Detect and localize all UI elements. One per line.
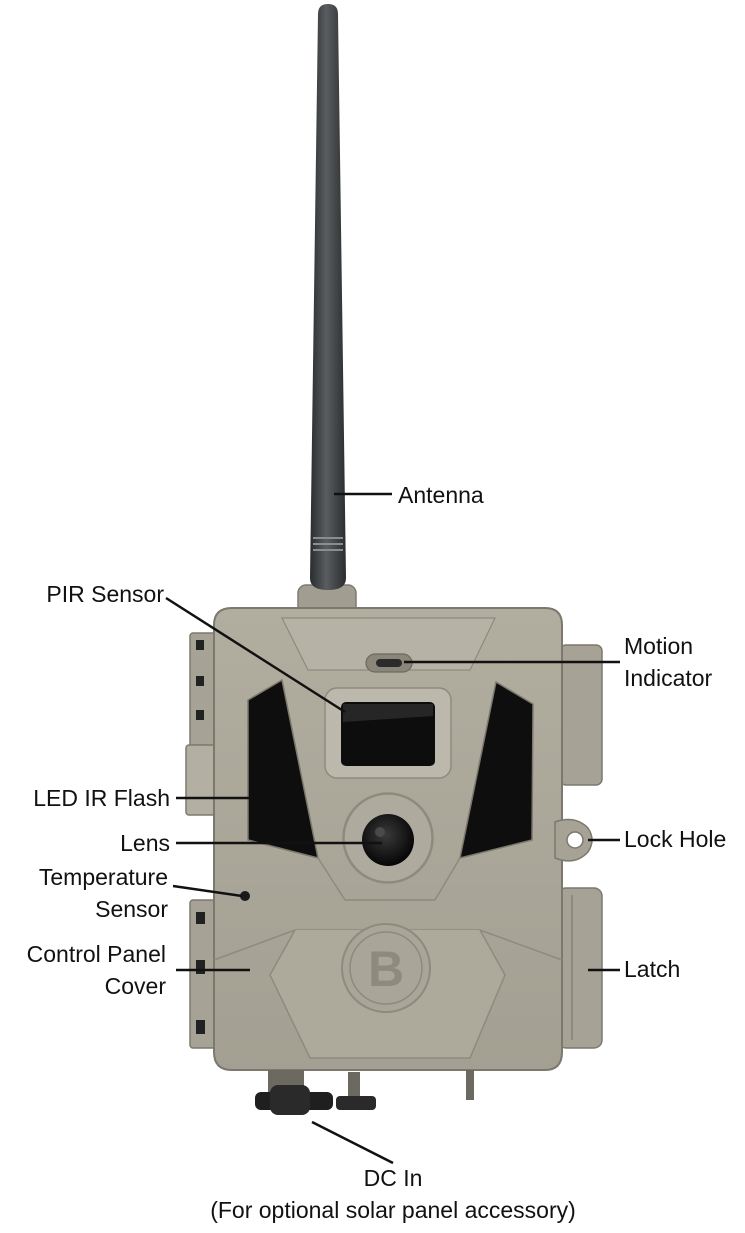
ir-flash-right: [459, 680, 534, 860]
label-dc-in-line2: (For optional solar panel accessory): [210, 1197, 576, 1223]
label-lock-hole: Lock Hole: [624, 826, 727, 852]
label-temperature-sensor-line2: Sensor: [95, 896, 168, 922]
label-antenna: Antenna: [398, 482, 484, 508]
label-lens: Lens: [120, 830, 170, 856]
pir-sensor: [324, 687, 452, 779]
motion-indicator: [365, 653, 413, 673]
leader-dc-in: [311, 1120, 394, 1165]
logo-letter: B: [368, 941, 404, 997]
lock-hole: [554, 818, 593, 862]
dc-in-port: [255, 1070, 474, 1115]
label-temperature-sensor: Temperature Sensor: [4, 861, 168, 925]
leader-temperature-sensor: [172, 884, 243, 898]
label-motion-indicator: Motion Indicator: [624, 630, 712, 694]
brand-logo: [341, 923, 431, 1013]
label-pir-sensor: PIR Sensor: [46, 581, 164, 607]
leader-lines: [165, 492, 620, 1165]
label-motion-indicator-line1: Motion: [624, 633, 694, 659]
label-control-panel-cover: Control Panel Cover: [0, 938, 166, 1002]
right-hinge: [559, 644, 603, 786]
leader-pir-sensor: [165, 596, 346, 714]
label-dc-in-line1: DC In: [363, 1165, 423, 1191]
antenna: [297, 4, 357, 616]
temperature-sensor: [240, 891, 250, 901]
lens: [342, 792, 434, 884]
label-control-panel-cover-line1: Control Panel: [26, 941, 166, 967]
label-control-panel-cover-line2: Cover: [104, 973, 166, 999]
label-dc-in: DC In (For optional solar panel accessor…: [100, 1162, 686, 1226]
label-latch: Latch: [624, 956, 681, 982]
label-motion-indicator-line2: Indicator: [624, 665, 713, 691]
label-led-ir-flash: LED IR Flash: [33, 785, 170, 811]
label-temperature-sensor-line1: Temperature: [38, 864, 168, 890]
latch: [557, 887, 603, 1049]
